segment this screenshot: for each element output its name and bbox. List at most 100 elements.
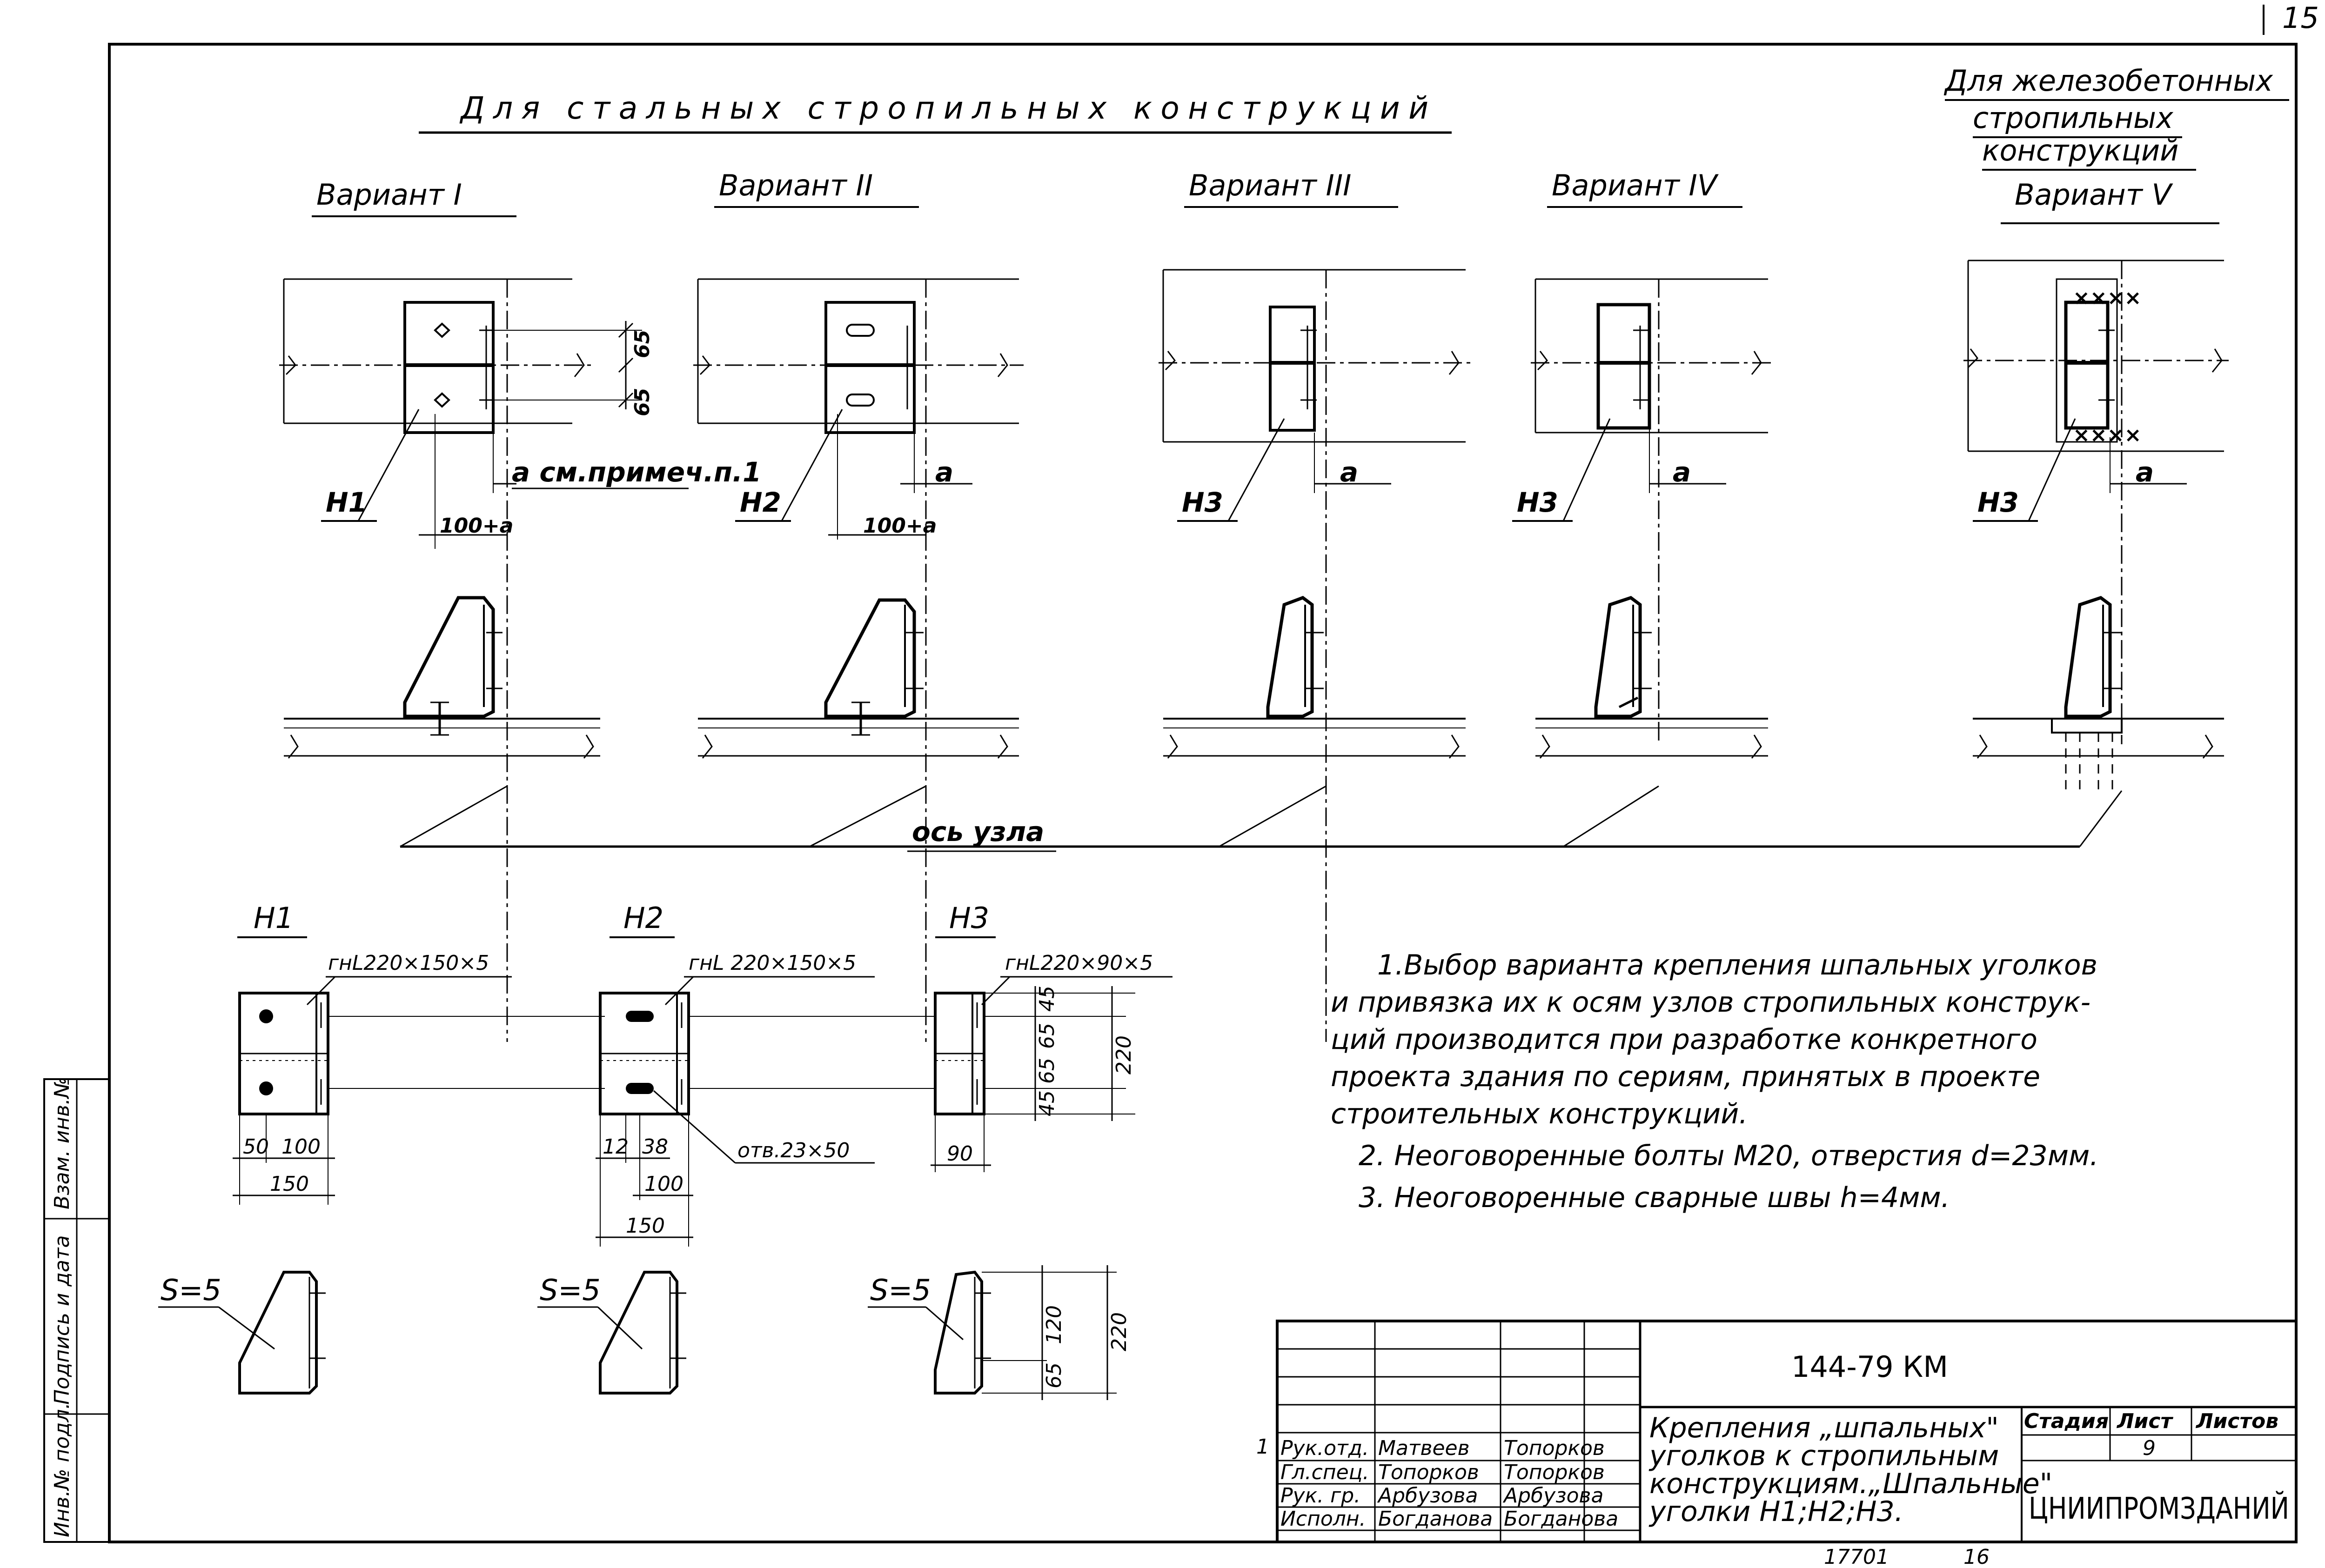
title-block-organization: ЦНИИПРОМЗДАНИЙ [2029, 1491, 2289, 1526]
variant-5-dim-a: a [2136, 456, 2154, 488]
variant-3-mark: Н3 [1182, 487, 1223, 518]
detail-h1-side: S=5 [158, 1271, 326, 1395]
signature-sign-4: Богданова [1504, 1507, 1618, 1531]
detail-h1-profile: гнL220×150×5 [328, 951, 489, 975]
bottom-number-format: 16 [1963, 1545, 1990, 1568]
title-block-title-3: конструкциям.„Шпальные" [1649, 1468, 2052, 1500]
title-block-title-4: уголки Н1;Н2;Н3. [1648, 1495, 1903, 1528]
title-block-sheet-header: Лист [2116, 1409, 2173, 1433]
variant-4-plan: Н3 a [1512, 278, 1773, 744]
detail-h2-dim-100: 100 [644, 1172, 683, 1196]
detail-h2-dim-12: 12 [603, 1135, 629, 1159]
detail-h3-vdim-45a: 45 [1035, 986, 1059, 1012]
detail-h2-dim-150: 150 [626, 1214, 665, 1238]
note-line-2: и привязка их к осям узлов стропильных к… [1331, 986, 2090, 1019]
detail-h2-mark: Н2 [623, 901, 663, 935]
variant-4-mark: Н3 [1517, 487, 1558, 518]
title-block-sheet: 9 [2143, 1436, 2156, 1460]
variant-1-plan: 65 65 Н1 a см.примеч.п.1 100+a [279, 278, 761, 1042]
notes: 1.Выбор варианта крепления шпальных угол… [1331, 949, 2098, 1214]
variant-3-dim-a: a [1340, 456, 1358, 488]
variant-1-dim-a: a см.примеч.п.1 [512, 456, 761, 488]
variant-label-1: Вариант I [316, 178, 462, 212]
title-block-sheets-header: Листов [2195, 1409, 2278, 1433]
signature-name-2: Топорков [1378, 1461, 1479, 1484]
heading-concrete-1: Для железобетонных [1943, 64, 2273, 98]
detail-h3-vdim-65b: 65 [1035, 1058, 1059, 1084]
variant-3-plan: Н3 a [1159, 269, 1475, 1042]
signature-name-3: Арбузова [1377, 1484, 1478, 1508]
signature-role-2: Гл.спец. [1280, 1461, 1369, 1484]
variant-2-dim-a: a [935, 456, 953, 488]
detail-h2-dim-38: 38 [642, 1135, 668, 1159]
variant-5-elevation [1973, 596, 2224, 791]
detail-h3-side: S=5 65 120 220 [868, 1265, 1131, 1400]
variant-4-elevation [1535, 596, 1768, 759]
detail-h2-hole: отв.23×50 [737, 1139, 850, 1162]
side-stamp-signature: Подпись и дата [50, 1235, 74, 1405]
detail-h1-dim-50: 50 [243, 1135, 269, 1159]
detail-h3-side-dim-120: 120 [1042, 1305, 1066, 1344]
detail-h1-dim-100: 100 [281, 1135, 321, 1159]
variant-label-3: Вариант III [1189, 168, 1351, 202]
title-block-title-2: уголков к стропильным [1648, 1440, 1999, 1472]
detail-h3-thickness: S=5 [870, 1273, 931, 1307]
variant-1-mark: Н1 [326, 487, 367, 518]
sheet-frame [108, 43, 2298, 1543]
note-line-5: строительных конструкций. [1331, 1098, 1748, 1130]
variant-label-5: Вариант V [2015, 178, 2174, 212]
detail-h2: Н2 гнL 220×150×5 отв.23×50 12 38 100 150 [596, 901, 935, 1247]
heading-concrete-2: стропильных [1973, 101, 2174, 135]
detail-h3-dim-90: 90 [947, 1142, 973, 1166]
signature-role-3: Рук. гр. [1280, 1484, 1360, 1508]
svg-text:××××: ×××× [2073, 286, 2141, 310]
signature-role-1: Рук.отд. [1280, 1436, 1369, 1460]
variant-1-dim-100a: 100+a [440, 514, 513, 538]
variant-3-elevation [1163, 596, 1466, 759]
detail-h1: Н1 гнL220×150×5 50 100 150 [233, 901, 605, 1205]
detail-h3-mark: Н3 [949, 901, 989, 935]
variant-1-dim-65-b: 65 [630, 388, 654, 416]
node-axis-label: ось узла [912, 816, 1044, 847]
note-line-6: 2. Неоговоренные болты М20, отверстия d=… [1359, 1140, 2098, 1172]
detail-h3-vdim-65a: 65 [1035, 1023, 1059, 1049]
signature-sign-3: Арбузова [1502, 1484, 1603, 1508]
signature-name-4: Богданова [1378, 1507, 1493, 1531]
sheet-number: 15 [2282, 1, 2319, 35]
detail-h1-dim-150: 150 [270, 1172, 309, 1196]
title-block-stage-header: Стадия [2024, 1409, 2109, 1433]
side-stamp-replace-inv: Взам. инв.№ [50, 1077, 74, 1209]
variant-1-dim-65-a: 65 [630, 330, 654, 358]
variant-5-mark: Н3 [1977, 487, 2019, 518]
variant-1-elevation [284, 596, 600, 759]
title-block-code: 144-79 КМ [1791, 1350, 1948, 1384]
heading-concrete-3: конструкций [1982, 133, 2178, 167]
title-block-revision-mark: 1 [1256, 1435, 1269, 1459]
detail-h3-side-dim-65: 65 [1042, 1362, 1066, 1388]
detail-h3-profile: гнL220×90×5 [1005, 951, 1153, 975]
side-stamp-inv-orig: Инв.№ подл. [50, 1402, 74, 1537]
heading-steel: Для стальных стропильных конструкций [459, 90, 1428, 126]
node-axis: ось узла [400, 785, 2123, 852]
detail-h3-side-dim-220: 220 [1107, 1312, 1131, 1351]
variant-label-2: Вариант II [719, 168, 873, 202]
detail-h3-vdim-45b: 45 [1035, 1090, 1059, 1116]
title-block: 144-79 КМ Крепления „шпальных" уголков к… [1256, 1320, 2298, 1543]
detail-h1-mark: Н1 [254, 901, 294, 935]
signature-sign-2: Топорков [1504, 1461, 1605, 1484]
signature-sign-1: Топорков [1504, 1436, 1605, 1460]
signature-role-4: Исполн. [1280, 1507, 1366, 1531]
note-line-4: проекта здания по сериям, принятых в про… [1331, 1061, 2040, 1093]
variant-2-elevation [698, 598, 1019, 759]
detail-h1-thickness: S=5 [161, 1273, 221, 1307]
svg-text:××××: ×××× [2073, 423, 2141, 447]
variant-label-4: Вариант IV [1552, 168, 1719, 202]
variant-2-mark: Н2 [740, 487, 781, 518]
note-line-1: 1.Выбор варианта крепления шпальных угол… [1377, 949, 2097, 981]
detail-h2-side: S=5 [537, 1271, 686, 1395]
variant-2-plan: Н2 a 100+a [693, 278, 1024, 1042]
variant-4-dim-a: a [1673, 456, 1691, 488]
note-line-7: 3. Неоговоренные сварные швы h=4мм. [1359, 1181, 1950, 1214]
title-block-title-1: Крепления „шпальных" [1649, 1412, 1999, 1444]
note-line-3: ций производится при разработке конкретн… [1331, 1023, 2037, 1056]
